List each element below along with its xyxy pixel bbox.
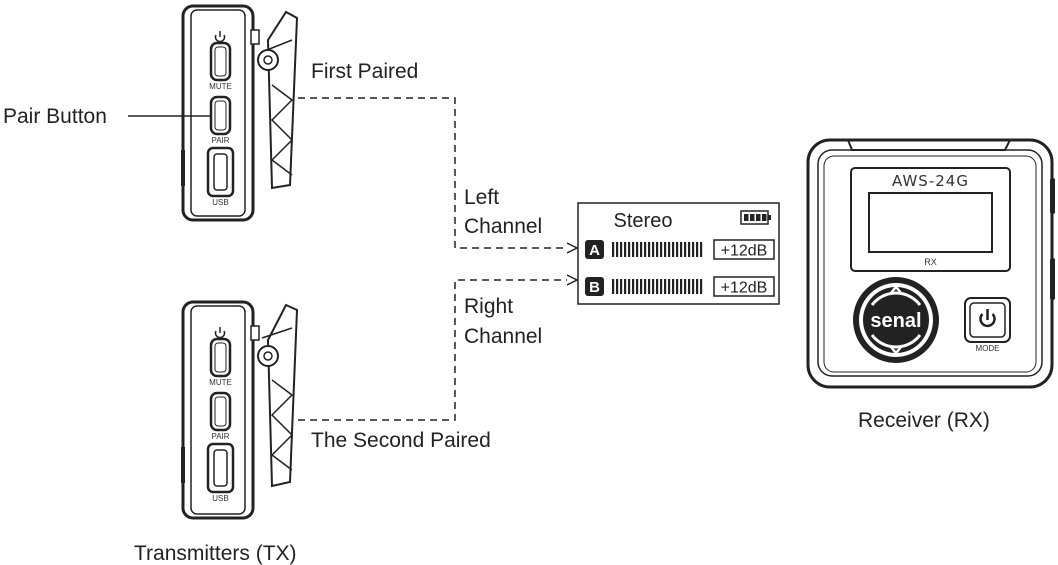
power-icon	[979, 309, 996, 328]
meter-bar	[628, 279, 631, 294]
usb-label: USB	[212, 494, 228, 503]
stereo-display: Stereo A +12dB B +12dB	[577, 202, 780, 305]
pair-label: PAIR	[211, 432, 229, 441]
meter-bar	[700, 242, 703, 257]
pair-button[interactable]	[209, 95, 232, 136]
meter-bar	[624, 242, 627, 257]
meter-bar	[692, 242, 695, 257]
meter-bar	[636, 242, 639, 257]
meter-bar	[676, 279, 679, 294]
meter-bar	[628, 242, 631, 257]
pair-label: PAIR	[211, 136, 229, 145]
mute-label: MUTE	[209, 378, 232, 387]
meter-bar	[696, 242, 699, 257]
meter-bar	[644, 242, 647, 257]
receiver-screen	[868, 192, 993, 253]
mute-button[interactable]	[209, 41, 232, 82]
first-paired-label: First Paired	[311, 60, 419, 83]
meter-bar	[676, 242, 679, 257]
meter-bar	[648, 279, 651, 294]
receiver-model: AWS-24G	[892, 172, 969, 190]
meter-bar	[688, 279, 691, 294]
meter-bar	[700, 279, 703, 294]
meter-bar	[668, 279, 671, 294]
meter-bar	[680, 279, 683, 294]
power-icon	[214, 327, 226, 339]
pair-button-label: Pair Button	[3, 105, 107, 128]
meter-bar	[668, 242, 671, 257]
mode-label: MODE	[976, 344, 1000, 353]
meter-bar	[672, 242, 675, 257]
arrow-left-channel	[566, 242, 579, 254]
channel-b-letter: B	[589, 279, 600, 296]
transmitter-1: MUTE PAIR USB	[181, 4, 299, 222]
usb-port	[206, 442, 235, 494]
second-paired-label: The Second Paired	[311, 429, 491, 452]
channel-a-level-meter	[612, 242, 703, 257]
meter-bar	[652, 242, 655, 257]
meter-bar	[664, 279, 667, 294]
mute-button[interactable]	[209, 337, 232, 378]
meter-bar	[660, 242, 663, 257]
meter-bar	[640, 242, 643, 257]
channel-b-level-meter	[612, 279, 703, 294]
meter-bar	[660, 279, 663, 294]
transmitters-caption: Transmitters (TX)	[134, 542, 297, 565]
meter-bar	[656, 279, 659, 294]
usb-port	[206, 146, 235, 198]
meter-bar	[652, 279, 655, 294]
senal-dial[interactable]: senal	[853, 277, 939, 363]
arrow-right-channel	[566, 274, 579, 286]
meter-bar	[684, 279, 687, 294]
meter-bar	[672, 279, 675, 294]
right-channel-label-line2: Channel	[464, 325, 543, 348]
channel-b-badge	[585, 277, 604, 296]
meter-bar	[656, 242, 659, 257]
meter-bar	[624, 279, 627, 294]
meter-bar	[620, 279, 623, 294]
power-icon	[214, 31, 226, 43]
channel-a-letter: A	[589, 242, 600, 259]
meter-bar	[616, 279, 619, 294]
brand-logo: senal	[870, 310, 921, 332]
meter-bar	[688, 242, 691, 257]
channel-a-badge	[585, 240, 604, 259]
left-channel-label-line2: Channel	[464, 215, 543, 238]
meter-bar	[640, 279, 643, 294]
pairing-connectors	[298, 97, 567, 421]
pair-button[interactable]	[209, 391, 232, 432]
usb-label: USB	[212, 198, 228, 207]
meter-bar	[680, 242, 683, 257]
receiver-device: AWS-24G RX senal MODE	[806, 138, 1055, 389]
meter-bar	[644, 279, 647, 294]
meter-bar	[692, 279, 695, 294]
meter-bar	[632, 242, 635, 257]
meter-bar	[620, 242, 623, 257]
mute-label: MUTE	[209, 82, 232, 91]
meter-bar	[684, 242, 687, 257]
channel-b-gain: +12dB	[721, 280, 768, 297]
left-channel-label-line1: Left	[464, 186, 500, 209]
meter-bar	[648, 242, 651, 257]
meter-bar	[632, 279, 635, 294]
meter-bar	[664, 242, 667, 257]
receiver-caption: Receiver (RX)	[858, 409, 990, 432]
transmitter-2: MUTE PAIR USB	[181, 300, 299, 520]
right-channel-label-line1: Right	[464, 295, 514, 318]
meter-bar	[612, 279, 615, 294]
channel-a-gain: +12dB	[721, 243, 768, 260]
meter-bar	[612, 242, 615, 257]
meter-bar	[696, 279, 699, 294]
battery-full-icon	[740, 210, 771, 225]
meter-bar	[636, 279, 639, 294]
receiver-screen-label: RX	[924, 257, 937, 267]
display-mode: Stereo	[614, 210, 673, 232]
meter-bar	[616, 242, 619, 257]
